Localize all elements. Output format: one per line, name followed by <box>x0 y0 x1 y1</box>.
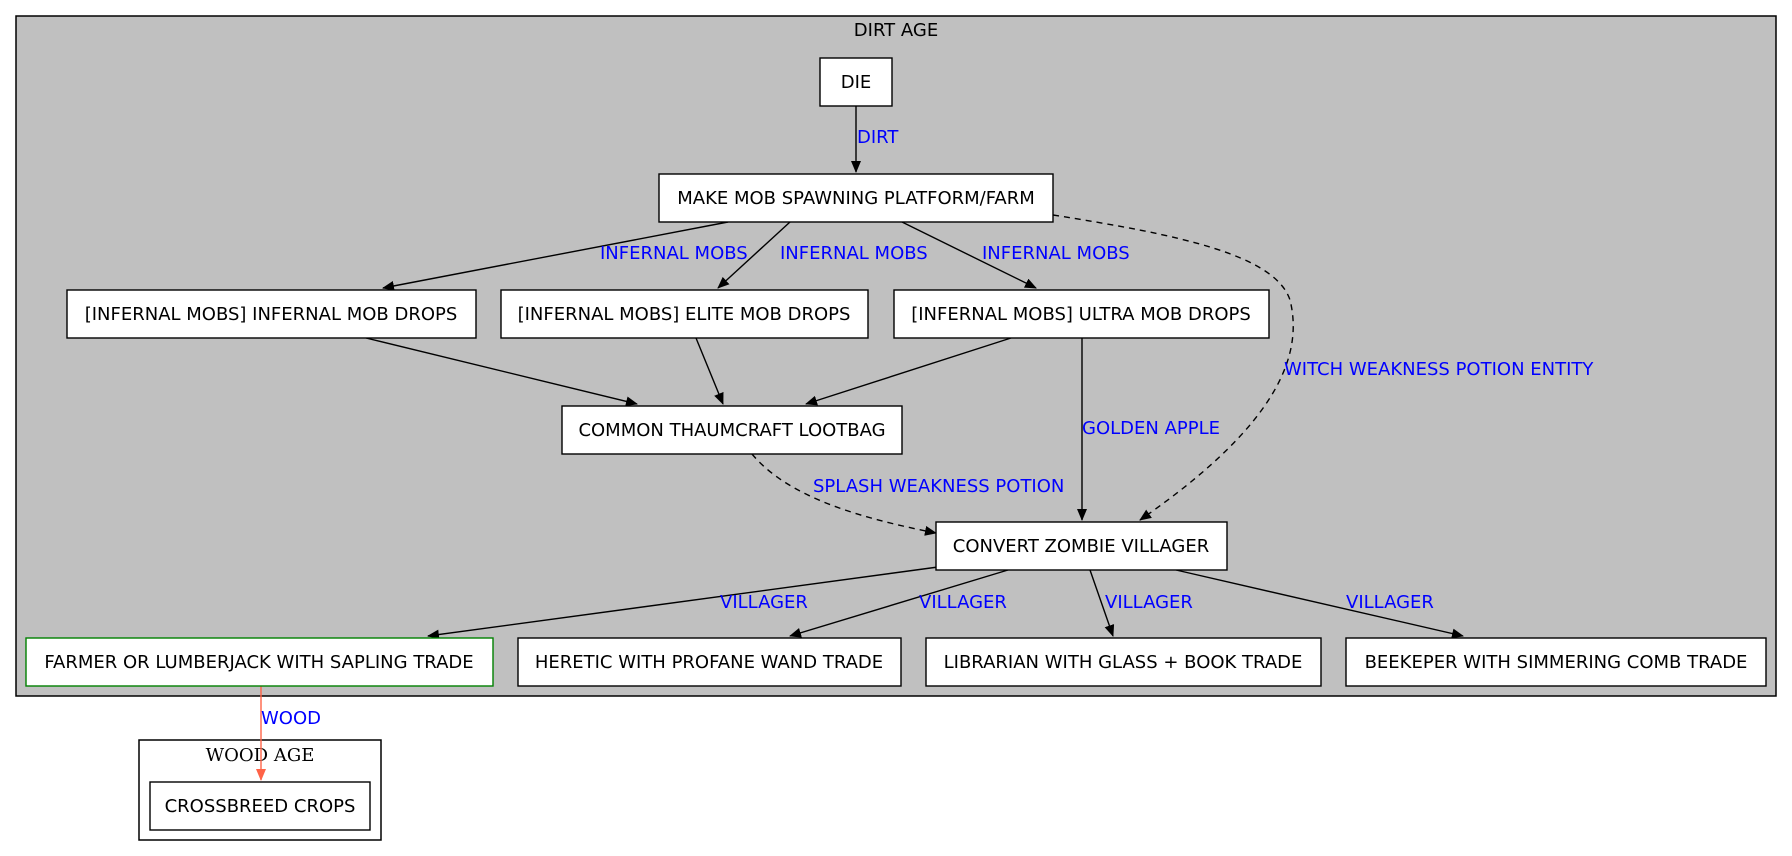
node-farmer: FARMER OR LUMBERJACK WITH SAPLING TRADE <box>25 637 494 687</box>
edge-make-to-convert <box>1052 214 1294 521</box>
edge-convert-to-librarian <box>1089 569 1115 637</box>
edge-label-dirt: DIRT <box>857 127 899 148</box>
edge-label-villager-2: VILLAGER <box>919 592 1007 613</box>
node-elite-mob-drops: [INFERNAL MOBS] ELITE MOB DROPS <box>500 289 869 339</box>
edges <box>256 106 1464 781</box>
edge-infernal-to-lootbag <box>365 337 638 407</box>
node-beekeper: BEEKEPER WITH SIMMERING COMB TRADE <box>1345 637 1767 687</box>
node-make-mob-spawning-label: MAKE MOB SPAWNING PLATFORM/FARM <box>677 188 1035 209</box>
node-make-mob-spawning: MAKE MOB SPAWNING PLATFORM/FARM <box>658 173 1054 223</box>
edge-label-splash-weakness: SPLASH WEAKNESS POTION <box>813 476 1064 497</box>
node-ultra-mob-drops: [INFERNAL MOBS] ULTRA MOB DROPS <box>893 289 1270 339</box>
edge-label-villager-3: VILLAGER <box>1105 592 1193 613</box>
node-beekeper-label: BEEKEPER WITH SIMMERING COMB TRADE <box>1365 652 1748 673</box>
node-heretic: HERETIC WITH PROFANE WAND TRADE <box>517 637 902 687</box>
node-common-lootbag: COMMON THAUMCRAFT LOOTBAG <box>561 405 903 455</box>
edge-label-wood: WOOD <box>261 708 321 729</box>
edge-label-infernal-1: INFERNAL MOBS <box>600 243 748 264</box>
node-die-label: DIE <box>841 72 872 93</box>
node-common-lootbag-label: COMMON THAUMCRAFT LOOTBAG <box>578 420 885 441</box>
edge-label-witch-weakness: WITCH WEAKNESS POTION ENTITY <box>1284 359 1594 380</box>
node-die: DIE <box>819 57 893 107</box>
node-librarian-label: LIBRARIAN WITH GLASS + BOOK TRADE <box>944 652 1303 673</box>
edge-lootbag-to-convert <box>751 453 937 536</box>
node-farmer-label: FARMER OR LUMBERJACK WITH SAPLING TRADE <box>44 652 473 673</box>
edge-ultra-to-lootbag <box>805 337 1012 406</box>
cluster-dirt-age: DIRT AGE <box>15 15 1777 697</box>
node-infernal-mob-drops: [INFERNAL MOBS] INFERNAL MOB DROPS <box>66 289 477 339</box>
edge-label-infernal-3: INFERNAL MOBS <box>982 243 1130 264</box>
edge-label-villager-4: VILLAGER <box>1346 592 1434 613</box>
edge-make-to-elite <box>717 221 791 289</box>
edge-label-infernal-2: INFERNAL MOBS <box>780 243 928 264</box>
node-elite-mob-drops-label: [INFERNAL MOBS] ELITE MOB DROPS <box>518 304 851 325</box>
node-convert-zombie: CONVERT ZOMBIE VILLAGER <box>935 521 1228 571</box>
edge-label-villager-1: VILLAGER <box>720 592 808 613</box>
node-crossbreed: CROSSBREED CROPS <box>149 781 371 831</box>
nodes: DIE MAKE MOB SPAWNING PLATFORM/FARM [INF… <box>25 57 1767 831</box>
edge-convert-to-farmer <box>427 566 939 640</box>
edge-make-to-infernal <box>382 221 729 291</box>
edge-make-to-ultra <box>901 221 1037 289</box>
node-crossbreed-label: CROSSBREED CROPS <box>165 796 356 817</box>
node-ultra-mob-drops-label: [INFERNAL MOBS] ULTRA MOB DROPS <box>911 304 1251 325</box>
edge-convert-to-heretic <box>789 569 1009 638</box>
cluster-wood-age-title: WOOD AGE <box>206 745 315 766</box>
edge-labels: DIRT INFERNAL MOBS INFERNAL MOBS INFERNA… <box>261 127 1594 729</box>
edge-label-golden-apple: GOLDEN APPLE <box>1082 418 1220 439</box>
node-infernal-mob-drops-label: [INFERNAL MOBS] INFERNAL MOB DROPS <box>85 304 458 325</box>
edge-elite-to-lootbag <box>695 337 724 405</box>
cluster-dirt-age-title: DIRT AGE <box>854 20 938 41</box>
edge-convert-to-beekeper <box>1175 569 1464 639</box>
node-heretic-label: HERETIC WITH PROFANE WAND TRADE <box>535 652 883 673</box>
node-convert-zombie-label: CONVERT ZOMBIE VILLAGER <box>953 536 1210 557</box>
node-librarian: LIBRARIAN WITH GLASS + BOOK TRADE <box>925 637 1322 687</box>
